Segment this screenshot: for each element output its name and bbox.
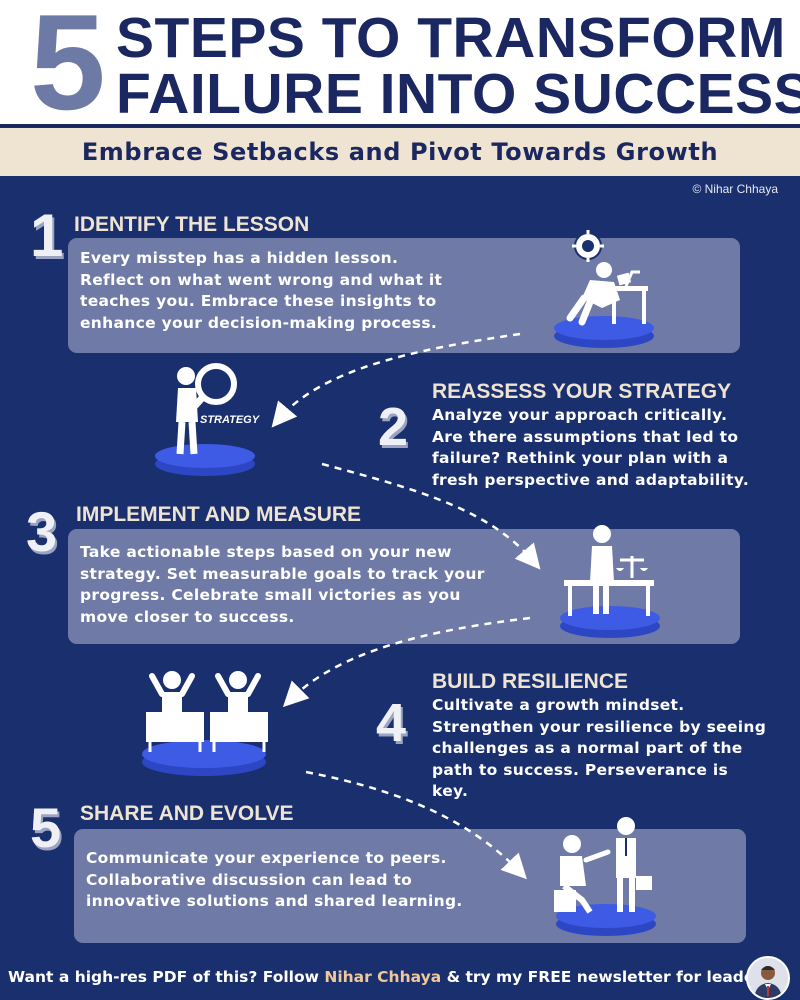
two-people-celebrating-icon bbox=[142, 671, 268, 776]
step-4-line: path to success. Perseverance is bbox=[432, 760, 728, 779]
step-1-heading: IDENTIFY THE LESSON bbox=[74, 213, 310, 236]
step-2-line: fresh perspective and adaptability. bbox=[432, 470, 750, 489]
header-number: 5 bbox=[30, 0, 106, 138]
magnifying-glass-strategy-icon: STRATEGY bbox=[155, 363, 261, 476]
step-5-text: Communicate your experience to peers. Co… bbox=[86, 848, 463, 913]
step-1-line: Reflect on what went wrong and what it bbox=[80, 270, 443, 289]
step-1-number: 1 bbox=[30, 202, 64, 269]
step-2-text: Analyze your approach critically. Are th… bbox=[432, 405, 749, 491]
footer-text-after: & try my FREE newsletter for leaders bbox=[441, 968, 772, 986]
step-4-line: challenges as a normal part of the bbox=[432, 739, 743, 757]
step-3-line: move closer to success. bbox=[80, 607, 295, 626]
step-1-line: enhance your decision-making process. bbox=[80, 313, 438, 332]
page-subtitle: Embrace Setbacks and Pivot Towards Growt… bbox=[81, 138, 719, 166]
page-title-line-2: FAILURE INTO SUCCESS bbox=[116, 62, 800, 126]
step-5-number: 5 bbox=[30, 796, 62, 859]
step-3-heading: IMPLEMENT AND MEASURE bbox=[76, 503, 362, 526]
subtitle-band: Embrace Setbacks and Pivot Towards Growt… bbox=[0, 128, 800, 176]
copyright: © Nihar Chhaya bbox=[692, 182, 778, 196]
step-3-text: Take actionable steps based on your new … bbox=[80, 542, 485, 628]
step-2-heading: REASSESS YOUR STRATEGY bbox=[432, 380, 732, 403]
step-5-line: Communicate your experience to peers. bbox=[86, 849, 447, 867]
step-4-line: Cultivate a growth mindset. bbox=[432, 696, 685, 714]
header-divider bbox=[0, 124, 800, 127]
strategy-label: STRATEGY bbox=[200, 414, 261, 426]
step-4-text: Cultivate a growth mindset. Strengthen y… bbox=[432, 695, 766, 803]
step-2-line: Analyze your approach critically. bbox=[432, 406, 728, 424]
header: 5 STEPS TO TRANSFORM FAILURE INTO SUCCES… bbox=[0, 0, 800, 130]
step-3-line: Take actionable steps based on your new bbox=[80, 543, 452, 561]
footer-author-link[interactable]: Nihar Chhaya bbox=[324, 968, 442, 986]
step-4-heading: BUILD RESILIENCE bbox=[432, 670, 629, 693]
two-people-discussing-icon bbox=[554, 817, 656, 936]
step-4-line: Strengthen your resilience by seeing bbox=[432, 717, 767, 736]
footer-text-before: Want a high-res PDF of this? Follow bbox=[8, 968, 325, 986]
step-4-line: key. bbox=[432, 782, 469, 800]
avatar[interactable] bbox=[746, 956, 790, 1000]
step-5-line: innovative solutions and shared learning… bbox=[86, 892, 463, 910]
step-3-number: 3 bbox=[26, 500, 58, 563]
person-studying-desk-icon bbox=[554, 230, 654, 348]
step-4-number: 4 bbox=[376, 693, 407, 753]
step-1-line: teaches you. Embrace these insights to bbox=[80, 292, 437, 310]
step-1-text: Every misstep has a hidden lesson. Refle… bbox=[80, 248, 442, 334]
footer-text: Want a high-res PDF of this? Follow Niha… bbox=[8, 968, 771, 986]
step-2-line: Are there assumptions that led to bbox=[432, 427, 739, 446]
step-1-line: Every misstep has a hidden lesson. bbox=[80, 249, 399, 267]
step-2-number: 2 bbox=[378, 397, 409, 457]
step-5-heading: SHARE AND EVOLVE bbox=[80, 802, 294, 825]
person-avatar-icon bbox=[748, 958, 788, 998]
step-3-line: strategy. Set measurable goals to track … bbox=[80, 564, 485, 583]
step-3-line: progress. Celebrate small victories as y… bbox=[80, 586, 461, 604]
page-title-line-1: STEPS TO TRANSFORM bbox=[116, 6, 786, 70]
step-2-line: failure? Rethink your plan with a bbox=[432, 449, 729, 467]
person-scale-desk-icon bbox=[560, 525, 660, 638]
footer: Want a high-res PDF of this? Follow Niha… bbox=[0, 958, 800, 1000]
step-5-line: Collaborative discussion can lead to bbox=[86, 870, 413, 889]
